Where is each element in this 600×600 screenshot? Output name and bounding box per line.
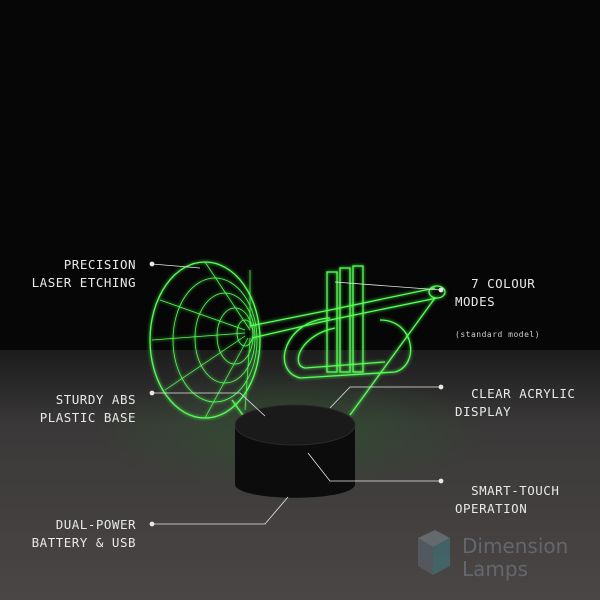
callout-line2: LASER ETCHING <box>31 275 136 290</box>
callout-line1: 7 COLOUR <box>471 276 536 291</box>
dimension-lamps-logo: Dimension Lamps <box>418 530 568 581</box>
callout-line1: PRECISION <box>63 257 136 272</box>
callout-smart-touch: SMART-TOUCH OPERATION <box>455 464 559 518</box>
callout-line1: SMART-TOUCH <box>471 483 560 498</box>
callout-dual-power: DUAL-POWER BATTERY & USB <box>32 498 136 552</box>
svg-text:Dimension: Dimension <box>462 534 568 558</box>
callout-line2: OPERATION <box>455 501 528 516</box>
callout-line2: PLASTIC BASE <box>39 410 136 425</box>
callout-clear-acrylic: CLEAR ACRYLIC DISPLAY <box>455 367 575 421</box>
callout-note: (standard model) <box>455 330 541 339</box>
callout-lines <box>149 261 444 527</box>
lamp-base <box>234 404 356 498</box>
callout-line2: BATTERY & USB <box>31 535 136 550</box>
callout-line2: DISPLAY <box>455 404 512 419</box>
callout-line1: CLEAR ACRYLIC <box>471 386 576 401</box>
trumpet-acrylic <box>149 261 446 419</box>
backdrop <box>0 0 600 360</box>
callout-colour-modes: 7 COLOUR MODES (standard model) <box>455 257 540 359</box>
callout-line2: MODES <box>455 294 496 309</box>
callout-precision-laser-etching: PRECISION LASER ETCHING <box>32 238 136 292</box>
svg-text:Lamps: Lamps <box>462 557 528 581</box>
callout-sturdy-base: STURDY ABS PLASTIC BASE <box>40 373 136 427</box>
callout-line1: STURDY ABS <box>55 392 136 407</box>
callout-line1: DUAL-POWER <box>55 517 136 532</box>
